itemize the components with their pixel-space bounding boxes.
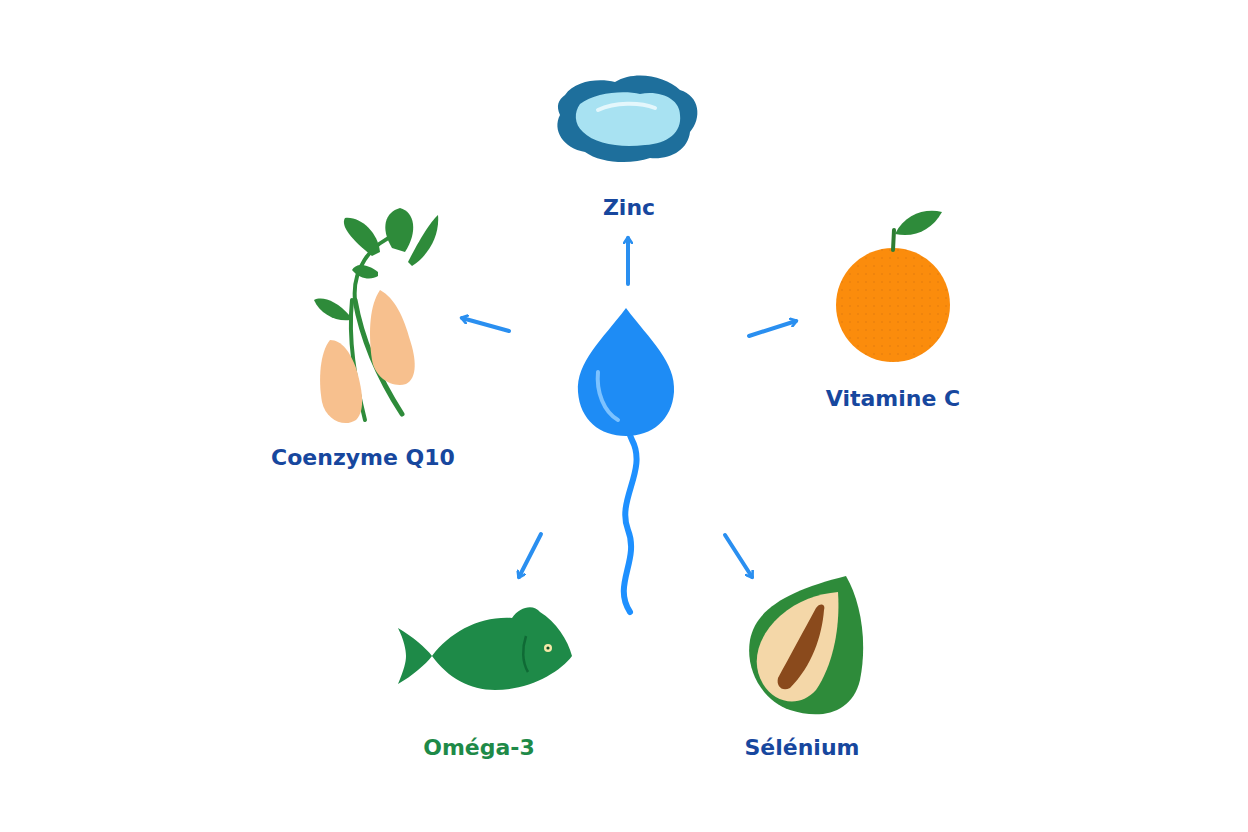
fish-icon — [398, 607, 572, 690]
nut-icon — [749, 576, 863, 714]
nutrient-label: Coenzyme Q10 — [271, 445, 455, 470]
sperm-icon — [578, 308, 674, 612]
nutrient-label: Vitamine C — [826, 386, 960, 411]
nutrient-label: Sélénium — [744, 735, 859, 760]
nutrient-label: Oméga-3 — [423, 735, 535, 760]
nutrient-label: Zinc — [603, 195, 655, 220]
orange-icon — [836, 211, 950, 362]
oyster-icon — [557, 76, 697, 163]
plant-icon — [314, 208, 438, 423]
